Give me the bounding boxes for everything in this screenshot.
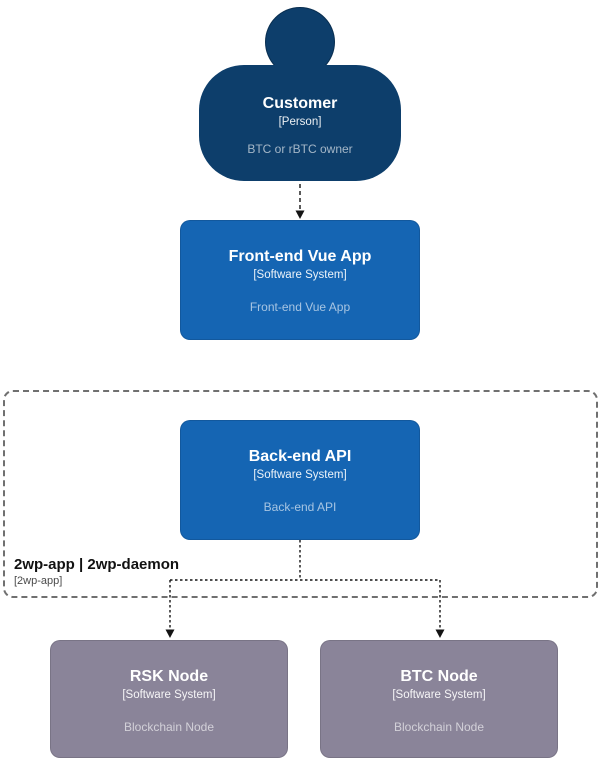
node-btc: BTC Node [Software System] Blockchain No… — [320, 640, 558, 758]
node-meta: [Person] — [278, 116, 322, 128]
node-desc: Blockchain Node — [393, 720, 485, 734]
node-meta: [Software System] — [253, 469, 347, 481]
node-meta: [Software System] — [253, 269, 347, 281]
arrowhead-down-icon — [165, 629, 175, 638]
arrowhead-down-icon — [435, 629, 445, 638]
node-meta: [Software System] — [122, 689, 216, 701]
node-title: Back-end API — [248, 448, 352, 465]
node-desc: Blockchain Node — [123, 720, 215, 734]
boundary-meta: [2wp-app] — [14, 575, 63, 587]
node-frontend-vue-app: Front-end Vue App [Software System] Fron… — [180, 220, 420, 340]
node-rsk: RSK Node [Software System] Blockchain No… — [50, 640, 288, 758]
boundary-label: 2wp-app | 2wp-daemon [2wp-app] — [14, 556, 179, 587]
node-title: Front-end Vue App — [228, 248, 372, 265]
boundary-title: 2wp-app | 2wp-daemon — [14, 556, 180, 573]
node-title: RSK Node — [129, 668, 209, 685]
node-desc: BTC or rBTC owner — [247, 142, 353, 156]
boundary-2wp-app: 2wp-app | 2wp-daemon [2wp-app] — [3, 390, 598, 598]
node-desc: Front-end Vue App — [249, 300, 351, 314]
node-desc: Back-end API — [263, 500, 337, 514]
arrowhead-down-icon — [295, 210, 305, 219]
node-title: BTC Node — [400, 668, 478, 685]
edge-customer-to-frontend — [295, 184, 305, 219]
node-title: Customer — [262, 95, 338, 112]
node-meta: [Software System] — [392, 689, 486, 701]
node-customer: Customer [Person] BTC or rBTC owner — [199, 65, 401, 181]
node-backend-api: Back-end API [Software System] Back-end … — [180, 420, 420, 540]
